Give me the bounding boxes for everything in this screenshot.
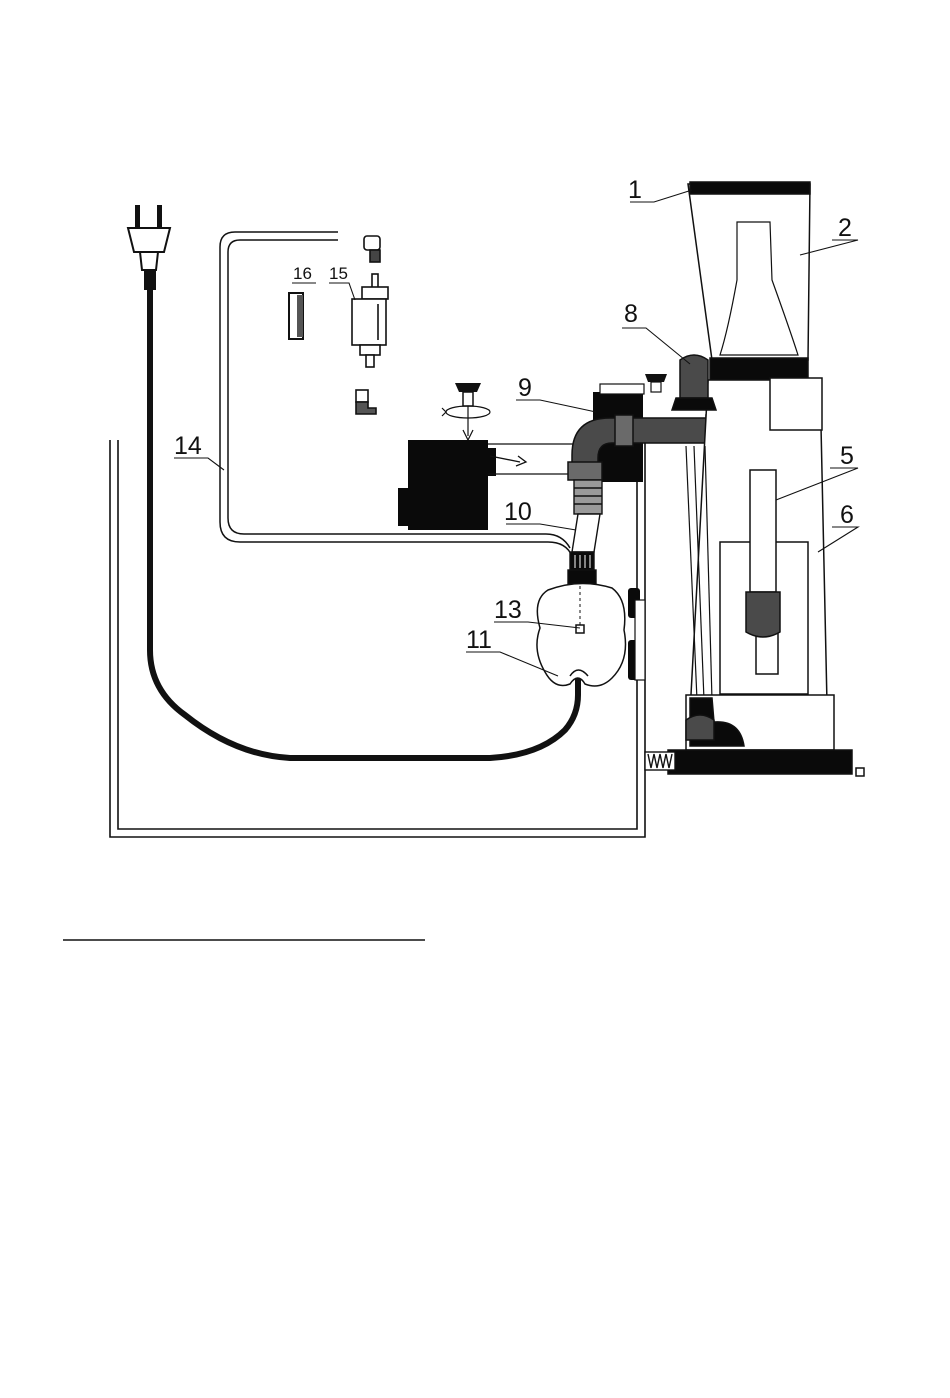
callout-6: 6 (840, 501, 854, 529)
callout-1: 1 (628, 176, 642, 204)
callout-2: 2 (838, 214, 852, 242)
power-plug (128, 205, 170, 290)
pump-motor (398, 440, 496, 530)
callout-14: 14 (174, 432, 202, 460)
silencer-16 (289, 293, 303, 339)
callout-15: 15 (329, 264, 348, 283)
thumb-screw (442, 383, 490, 440)
callout-9: 9 (518, 374, 532, 402)
callout-10: 10 (504, 498, 532, 526)
callout-13: 13 (494, 596, 522, 624)
elbow-fitting-top (364, 236, 380, 262)
callout-8: 8 (624, 300, 638, 328)
callout-16: 16 (293, 264, 312, 283)
feed-pump (537, 583, 626, 686)
thumb-screw-2 (645, 374, 667, 392)
pump-arrows (488, 444, 575, 474)
hose-connector (568, 480, 602, 584)
spring (645, 752, 675, 770)
suction-cups (628, 588, 645, 680)
check-valve-15 (352, 274, 388, 367)
callout-11: 11 (466, 626, 492, 654)
callout-5: 5 (840, 442, 854, 470)
skimmer-body (668, 182, 864, 776)
elbow-fitting-bottom (356, 390, 376, 414)
